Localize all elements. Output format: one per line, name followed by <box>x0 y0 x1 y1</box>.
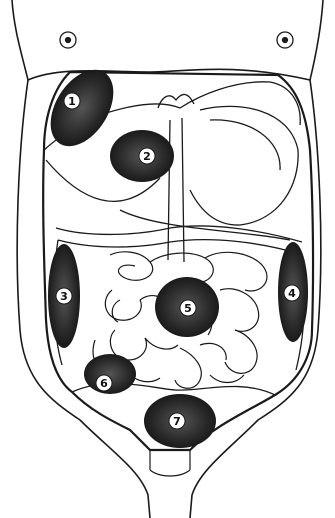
region-2-label: 2 <box>143 150 151 163</box>
region-7-label: 7 <box>173 415 181 428</box>
region-2: 2 <box>110 130 174 182</box>
region-7: 7 <box>144 394 216 448</box>
nipple-right-icon <box>277 32 293 48</box>
region-3-label: 3 <box>60 290 68 303</box>
nipple-left-icon <box>60 32 76 48</box>
region-6: 6 <box>84 354 136 394</box>
region-3: 3 <box>48 244 80 348</box>
pelvis-outline <box>150 450 190 476</box>
region-1-label: 1 <box>68 95 76 108</box>
region-6-label: 6 <box>100 377 108 390</box>
region-5-label: 5 <box>184 302 192 315</box>
region-5: 5 <box>155 277 219 337</box>
region-4: 4 <box>278 242 308 342</box>
region-4-label: 4 <box>288 287 296 300</box>
